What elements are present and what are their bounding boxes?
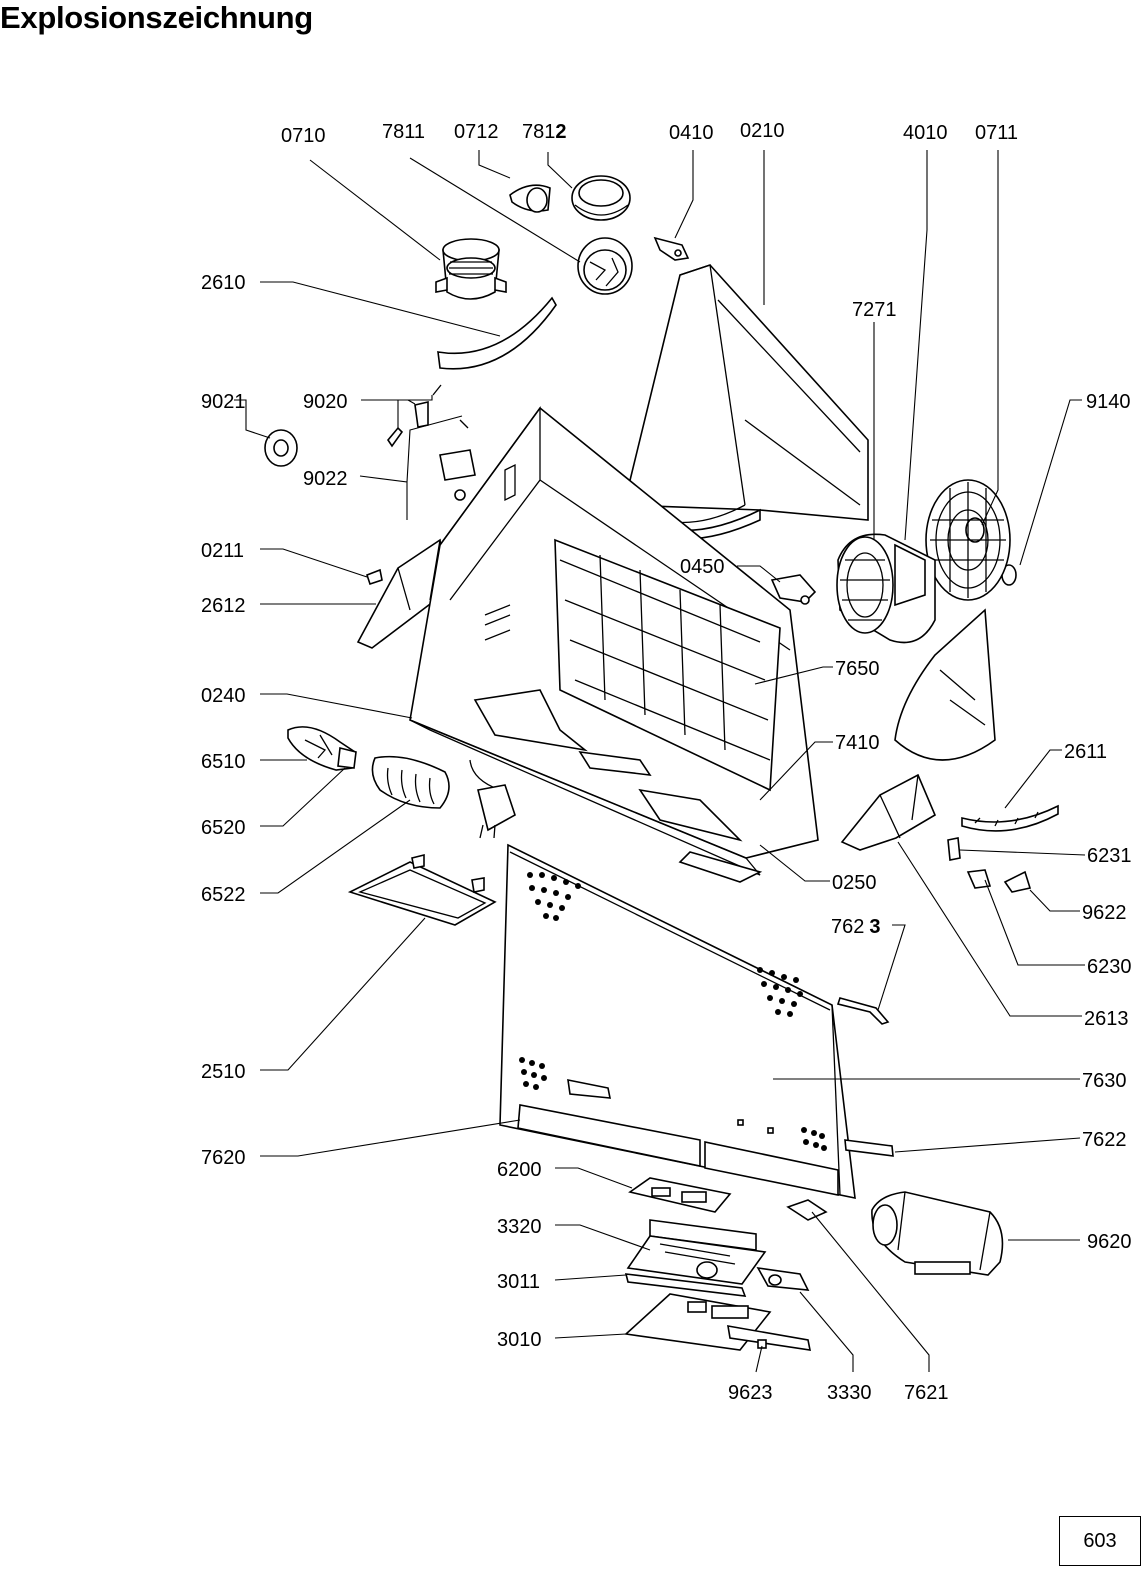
spring-clip-7623-drawing	[836, 997, 890, 1025]
lower-trim-7620-drawing	[517, 1104, 839, 1196]
label-7623-base: 762	[831, 916, 864, 938]
control-housing-3010-drawing	[624, 1293, 772, 1351]
label-3320: 3320	[497, 1216, 542, 1238]
label-2613: 2613	[1084, 1008, 1129, 1030]
label-9022: 9022	[303, 468, 348, 490]
hood-body-0240-drawing	[409, 406, 819, 876]
fan-grille-0711-drawing	[925, 479, 1011, 601]
label-7630: 7630	[1082, 1070, 1127, 1092]
label-9622: 9622	[1082, 902, 1127, 924]
label-6200: 6200	[497, 1159, 542, 1181]
label-9623: 9623	[728, 1382, 773, 1404]
flap-0712-drawing	[509, 184, 551, 213]
label-3330: 3330	[827, 1382, 872, 1404]
curved-rail-2611-drawing	[961, 804, 1059, 832]
clip-0450-drawing	[770, 574, 817, 605]
label-6230: 6230	[1087, 956, 1132, 978]
part-labels: 0710 7811 0712 7812 0410 0210 4010 0711 …	[201, 120, 1132, 1404]
label-7812: 7812	[522, 121, 567, 143]
page-number: 603	[1083, 1529, 1117, 1552]
label-6231: 6231	[1087, 845, 1132, 867]
page-number-box: 603	[1059, 1516, 1141, 1566]
label-7811: 7811	[382, 121, 425, 143]
label-7271: 7271	[852, 299, 897, 321]
label-0211: 0211	[201, 540, 244, 562]
clip-9622-drawing	[1003, 870, 1032, 893]
power-plug-drawing	[469, 759, 516, 839]
label-0450: 0450	[680, 556, 725, 578]
label-9021: 9021	[201, 391, 246, 413]
chimney-0210-drawing	[622, 264, 869, 540]
angle-bracket-2613-drawing	[840, 773, 937, 851]
label-9140: 9140	[1086, 391, 1131, 413]
slider-3330-drawing	[756, 1266, 810, 1291]
lamp-bulb-6510-drawing	[287, 726, 357, 771]
control-board-3320-drawing	[626, 1219, 767, 1285]
label-2611: 2611	[1064, 741, 1107, 763]
label-7812-base: 781	[522, 121, 555, 143]
label-6510: 6510	[201, 751, 246, 773]
label-3010: 3010	[497, 1329, 542, 1351]
label-7621: 7621	[904, 1382, 949, 1404]
label-0250: 0250	[832, 872, 877, 894]
motor-housing-4010-drawing	[894, 608, 996, 761]
label-4010: 4010	[903, 122, 948, 144]
small-part-7621-drawing	[786, 1199, 828, 1221]
label-6522: 6522	[201, 884, 246, 906]
label-0710: 0710	[281, 125, 326, 147]
fan-wheel-7271-drawing	[836, 533, 936, 644]
switch-insert-3011-drawing	[624, 1261, 747, 1297]
clip-0211-drawing	[365, 568, 383, 586]
switch-plate-6200-drawing	[628, 1177, 732, 1213]
page-title: Explosionszeichnung	[0, 0, 313, 35]
label-7812-suffix: 2	[555, 121, 566, 143]
duct-adapter-0710-drawing	[435, 238, 507, 300]
label-9020: 9020	[303, 391, 348, 413]
hinge-clip-7622-drawing	[844, 1139, 894, 1157]
bracket-0410-drawing	[653, 236, 690, 261]
check-valve-7811-drawing	[577, 237, 633, 295]
label-0210: 0210	[740, 120, 785, 142]
label-7620: 7620	[201, 1147, 246, 1169]
label-7623-suffix: 3	[869, 916, 880, 938]
grommet-9021-drawing	[264, 429, 298, 467]
switch-6230-drawing	[966, 869, 992, 889]
label-2610: 2610	[201, 272, 246, 294]
label-7410: 7410	[835, 732, 880, 754]
label-6520: 6520	[201, 817, 246, 839]
label-0711: 0711	[975, 122, 1018, 144]
front-panel-7630-drawing	[499, 843, 856, 1200]
label-3011: 3011	[497, 1271, 540, 1293]
label-9620: 9620	[1087, 1231, 1132, 1253]
diffuser-2510-drawing	[347, 853, 497, 926]
trim-strip-2610-drawing	[437, 296, 557, 370]
slide-bar-9623-drawing	[727, 1325, 812, 1351]
label-7622: 7622	[1082, 1129, 1127, 1151]
label-0712: 0712	[454, 121, 499, 143]
label-2612: 2612	[201, 595, 246, 617]
leader-lines	[234, 150, 1086, 1373]
part-drawings	[264, 175, 1059, 1351]
label-2510: 2510	[201, 1061, 246, 1083]
lamp-cover-6520-drawing	[371, 755, 450, 809]
filter-frame-0250-drawing	[678, 851, 763, 883]
label-0410: 0410	[669, 122, 714, 144]
ring-7812-drawing	[571, 175, 631, 221]
switch-6231-drawing	[947, 837, 961, 861]
label-7650: 7650	[835, 658, 880, 680]
front-panel-perforations	[519, 872, 827, 1151]
light-housing-9620-drawing	[871, 1191, 1004, 1276]
screws-9020-drawing	[387, 384, 476, 501]
label-0240: 0240	[201, 685, 246, 707]
